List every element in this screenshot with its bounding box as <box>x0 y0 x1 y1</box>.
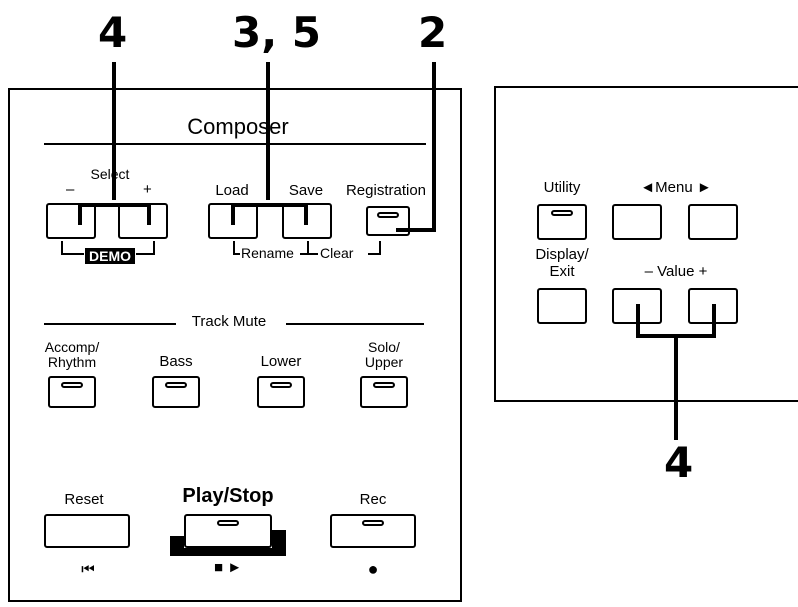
utility-indicator <box>551 210 573 216</box>
reset-symbol-icon: ⏮ <box>81 561 95 578</box>
menu-label: ◄Menu ► <box>640 179 712 196</box>
composer-title: Composer <box>187 114 289 139</box>
callout-load-save: 3, 5 <box>232 8 322 57</box>
display-exit-label: Display/ Exit <box>535 246 589 280</box>
solo-upper-indicator <box>373 382 395 388</box>
menu-left-button[interactable] <box>612 204 662 240</box>
select-plus-label: + <box>143 181 152 198</box>
display-exit-button[interactable] <box>537 288 587 324</box>
bass-button[interactable] <box>152 376 200 408</box>
registration-indicator <box>377 212 399 218</box>
lower-indicator <box>270 382 292 388</box>
select-plus-button[interactable] <box>118 203 168 239</box>
callout-registration: 2 <box>418 8 448 57</box>
solo-upper-button[interactable] <box>360 376 408 408</box>
right-panel <box>494 86 798 402</box>
play-stop-label: Play/Stop <box>182 485 274 507</box>
accomp-rhythm-label: Accomp/ Rhythm <box>44 339 100 370</box>
clear-label: Clear <box>320 245 354 261</box>
rec-symbol-icon: ● <box>367 559 379 579</box>
lower-label: Lower <box>260 353 302 370</box>
composer-top-rule <box>44 143 426 145</box>
bass-indicator <box>165 382 187 388</box>
accomp-rhythm-indicator <box>61 382 83 388</box>
utility-button[interactable] <box>537 204 587 240</box>
menu-right-button[interactable] <box>688 204 738 240</box>
play-stop-symbol-icon: ■ ► <box>213 559 243 576</box>
lower-button[interactable] <box>257 376 305 408</box>
select-minus-label: – <box>66 181 75 198</box>
reset-button[interactable] <box>44 514 130 548</box>
rename-label: Rename <box>241 245 294 261</box>
bass-label: Bass <box>159 353 193 370</box>
play-stop-button[interactable] <box>184 514 272 548</box>
play-stop-indicator <box>217 520 239 526</box>
track-mute-title: Track Mute <box>191 313 267 330</box>
value-label: – Value + <box>644 263 708 280</box>
registration-label: Registration <box>345 182 427 199</box>
solo-upper-label: Solo/ Upper <box>364 339 404 370</box>
callout-value: 4 <box>664 438 694 487</box>
rec-button[interactable] <box>330 514 416 548</box>
callout-select: 4 <box>98 8 128 57</box>
utility-label: Utility <box>543 179 581 196</box>
demo-badge: DEMO <box>85 248 135 264</box>
accomp-rhythm-button[interactable] <box>48 376 96 408</box>
reset-label: Reset <box>64 491 104 508</box>
rec-label: Rec <box>359 491 387 508</box>
load-label: Load <box>215 182 249 199</box>
save-label: Save <box>288 182 324 199</box>
select-minus-button[interactable] <box>46 203 96 239</box>
rec-indicator <box>362 520 384 526</box>
select-label: Select <box>90 166 130 182</box>
